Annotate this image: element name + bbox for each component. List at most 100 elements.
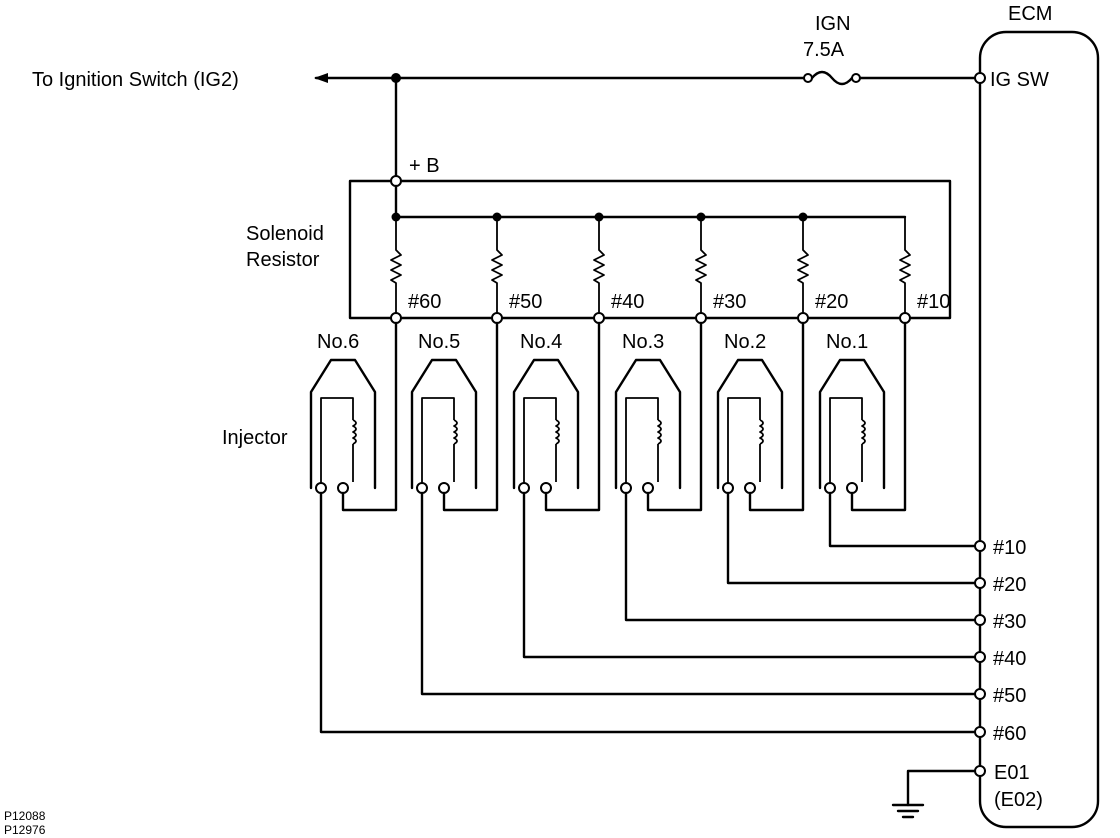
resistor-terminal bbox=[695, 312, 707, 324]
resistor bbox=[491, 217, 503, 313]
resistor-terminal bbox=[593, 312, 605, 324]
resistor bbox=[899, 217, 911, 313]
injector-inner-wire bbox=[829, 397, 863, 486]
injectors: No.6 No.5 No.4 No.3 No.2 No.1 bbox=[309, 321, 907, 512]
ecm-pin-terminal bbox=[974, 577, 986, 589]
ecm-pin-terminal bbox=[974, 540, 986, 552]
injector-inner-wire bbox=[320, 397, 354, 486]
ecm-pins: #10 #20 #30 #40 #50 #60 bbox=[974, 537, 1026, 745]
ecm-pin-label: #30 bbox=[993, 611, 1026, 633]
plus-b-terminal bbox=[390, 175, 402, 187]
injector-number-label: No.4 bbox=[520, 331, 562, 353]
resistor-label: #30 bbox=[713, 291, 746, 313]
coil-icon bbox=[759, 419, 764, 445]
resistor-label: #50 bbox=[509, 291, 542, 313]
plus-b-label: + B bbox=[409, 155, 440, 177]
injector-feed-wire bbox=[544, 321, 601, 512]
ig-sw-label: IG SW bbox=[990, 69, 1049, 91]
resistor-label: #40 bbox=[611, 291, 644, 313]
injector-terminal-left bbox=[315, 482, 327, 494]
resistor-terminal bbox=[899, 312, 911, 324]
return-wire bbox=[726, 491, 977, 585]
injector-number-label: No.6 bbox=[317, 331, 359, 353]
injector-number-label: No.1 bbox=[826, 331, 868, 353]
ecm-return-wires bbox=[319, 491, 977, 734]
injector-terminal-right bbox=[744, 482, 756, 494]
fuse-name-label: IGN bbox=[815, 13, 851, 35]
ecm-pin-label: #20 bbox=[993, 574, 1026, 596]
injector-body bbox=[410, 358, 478, 490]
e02-label: (E02) bbox=[994, 789, 1043, 811]
return-wire bbox=[319, 491, 977, 734]
ecm-pin-label: #50 bbox=[993, 685, 1026, 707]
injector-body bbox=[818, 358, 886, 490]
e01-terminal bbox=[974, 765, 986, 777]
ecm-pin-label: #40 bbox=[993, 648, 1026, 670]
injector-terminal-left bbox=[620, 482, 632, 494]
resistor-label: #60 bbox=[408, 291, 441, 313]
injector-terminal-left bbox=[416, 482, 428, 494]
coil-icon bbox=[555, 419, 560, 445]
e01-label: E01 bbox=[994, 762, 1030, 784]
ig-sw-terminal bbox=[974, 72, 986, 84]
injector-terminal-right bbox=[438, 482, 450, 494]
return-wire bbox=[624, 491, 977, 622]
injector-terminal-right bbox=[337, 482, 349, 494]
resistor bbox=[593, 217, 605, 313]
ecm-box bbox=[978, 30, 1100, 829]
injector-label: Injector bbox=[222, 427, 288, 449]
injector-inner-wire bbox=[727, 397, 761, 486]
solenoid-resistors: #60 #50 #40 #30 #20 #10 bbox=[390, 212, 950, 324]
ground-icon bbox=[891, 803, 925, 819]
injector-terminal-right bbox=[540, 482, 552, 494]
coil-icon bbox=[861, 419, 866, 445]
resistor bbox=[797, 217, 809, 313]
return-wire bbox=[828, 491, 977, 548]
ground-wire bbox=[906, 769, 977, 807]
injector-terminal-left bbox=[518, 482, 530, 494]
injector-body bbox=[512, 358, 580, 490]
resistor-terminal bbox=[390, 312, 402, 324]
solenoid-label: Solenoid bbox=[246, 223, 324, 245]
resistor bbox=[390, 217, 402, 313]
injector-number-label: No.5 bbox=[418, 331, 460, 353]
resistor-terminal bbox=[797, 312, 809, 324]
injector-terminal-right bbox=[846, 482, 858, 494]
return-wire bbox=[420, 491, 977, 696]
fuse-rating-label: 7.5A bbox=[803, 39, 845, 61]
injector-feed-wire bbox=[748, 321, 805, 512]
ignition-arrow-icon bbox=[314, 73, 328, 83]
resistor-label: #20 bbox=[815, 291, 848, 313]
injector-inner-wire bbox=[421, 397, 455, 486]
injector-body bbox=[716, 358, 784, 490]
return-wire bbox=[522, 491, 977, 659]
injector-body bbox=[309, 358, 377, 490]
injector-terminal-left bbox=[722, 482, 734, 494]
ref-code-2: P12976 bbox=[4, 823, 46, 837]
ecm-pin-label: #60 bbox=[993, 723, 1026, 745]
injector-terminal-left bbox=[824, 482, 836, 494]
ecm-pin-terminal bbox=[974, 614, 986, 626]
injector-body bbox=[614, 358, 682, 490]
coil-icon bbox=[657, 419, 662, 445]
ignition-switch-label: To Ignition Switch (IG2) bbox=[32, 69, 239, 91]
resistor bbox=[695, 217, 707, 313]
injector-inner-wire bbox=[625, 397, 659, 486]
ecm-pin-terminal bbox=[974, 726, 986, 738]
plus-b-outer-loop bbox=[348, 179, 952, 320]
resistor-terminal bbox=[491, 312, 503, 324]
coil-icon bbox=[352, 419, 357, 445]
injector-number-label: No.3 bbox=[622, 331, 664, 353]
injector-feed-wire bbox=[850, 321, 907, 512]
resistor-label: Resistor bbox=[246, 249, 320, 271]
ecm-label: ECM bbox=[1008, 3, 1052, 25]
fuse bbox=[803, 70, 861, 86]
injector-terminal-right bbox=[642, 482, 654, 494]
injector-inner-wire bbox=[523, 397, 557, 486]
ecm-pin-terminal bbox=[974, 688, 986, 700]
ecm-pin-label: #10 bbox=[993, 537, 1026, 559]
resistor-label: #10 bbox=[917, 291, 950, 313]
injector-feed-wire bbox=[646, 321, 703, 512]
injector-number-label: No.2 bbox=[724, 331, 766, 353]
